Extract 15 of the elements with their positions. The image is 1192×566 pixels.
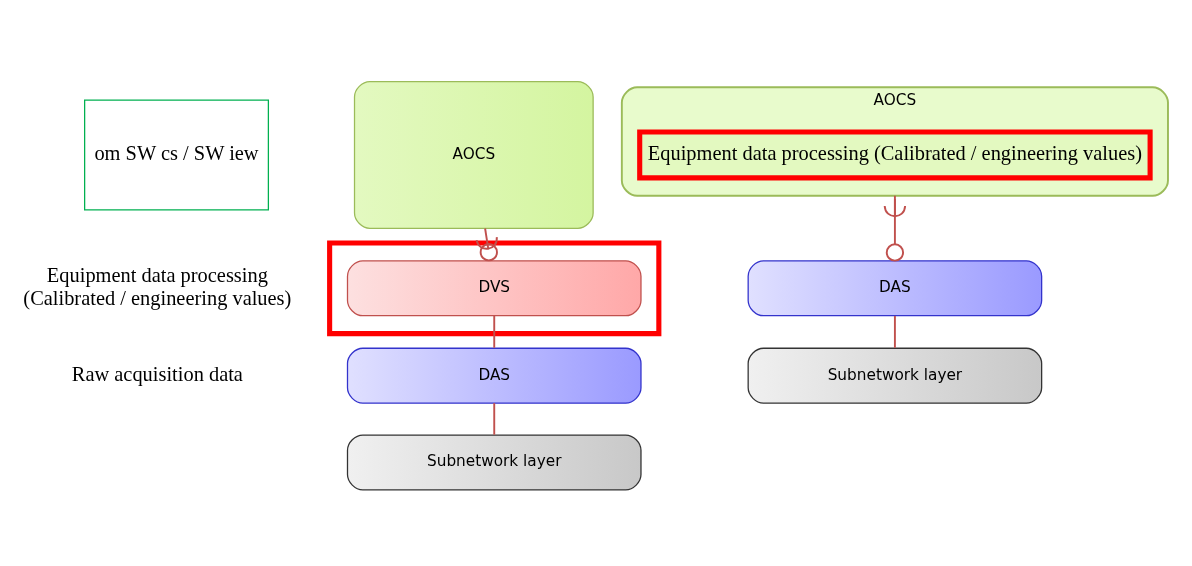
connector xyxy=(883,194,907,262)
label: Raw acquisition data xyxy=(71,362,243,385)
node-box: DAS xyxy=(747,259,1043,316)
connector xyxy=(493,401,496,436)
connector xyxy=(475,227,498,261)
node-box: DAS xyxy=(346,347,642,404)
connector xyxy=(493,314,496,349)
node-box: Subnetwork layer xyxy=(346,433,642,491)
node-box: DVS xyxy=(346,259,642,316)
node-box: om SW cs / SW iew xyxy=(84,98,269,210)
connector xyxy=(893,314,896,349)
label: Equipment data processing (Calibrated / engineering values) xyxy=(23,263,292,309)
node-box: Equipment data processing (Calibrated / engineering values) xyxy=(637,128,1153,180)
node-box: AOCS xyxy=(353,80,594,229)
node-box: Subnetwork layer xyxy=(747,347,1043,404)
